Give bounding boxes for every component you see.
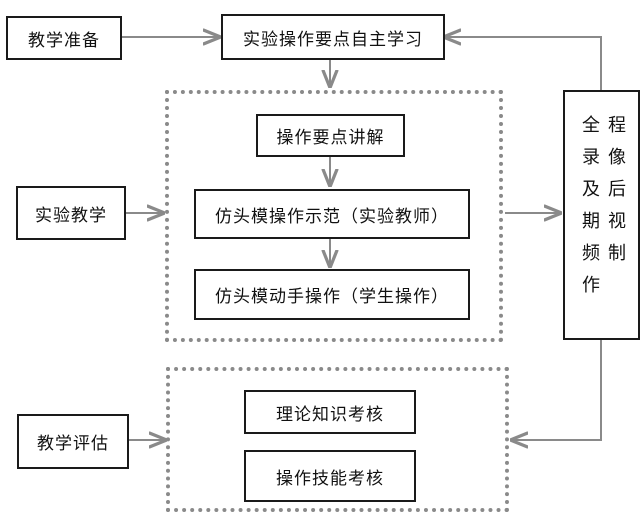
assessment-group-frame <box>166 367 509 512</box>
video-char: 频 <box>582 243 600 264</box>
video-char: 全 <box>582 115 600 136</box>
teaching-group-frame <box>165 90 503 342</box>
video-char: 视 <box>608 211 626 232</box>
arrow-video-to-selfstudy <box>445 37 602 90</box>
video-text-column-2: 程 像 后 视 制 <box>606 110 628 270</box>
arrow-video-to-assessment <box>512 340 602 440</box>
skill-assessment-box: 操作技能考核 <box>244 450 416 502</box>
self-study-label: 实验操作要点自主学习 <box>243 29 423 50</box>
video-char: 录 <box>582 147 600 168</box>
video-char: 制 <box>608 243 626 264</box>
theory-assessment-label: 理论知识考核 <box>276 404 384 425</box>
demo-box: 仿头模操作示范（实验教师） <box>194 189 470 239</box>
evaluation-box: 教学评估 <box>17 414 129 469</box>
video-char: 程 <box>608 115 626 136</box>
video-text-column-1: 全 录 及 期 频 作 <box>580 110 602 302</box>
experiment-teaching-label: 实验教学 <box>35 205 107 226</box>
key-points-label: 操作要点讲解 <box>276 128 385 148</box>
theory-assessment-box: 理论知识考核 <box>244 390 416 434</box>
teaching-prep-label: 教学准备 <box>28 30 100 51</box>
video-char: 后 <box>608 179 626 200</box>
practice-box: 仿头模动手操作（学生操作） <box>194 269 470 320</box>
evaluation-label: 教学评估 <box>37 434 109 454</box>
video-char: 作 <box>582 275 600 296</box>
demo-label: 仿头模操作示范（实验教师） <box>215 206 449 227</box>
video-char: 及 <box>582 179 600 200</box>
experiment-teaching-box: 实验教学 <box>16 186 126 240</box>
video-char: 期 <box>582 211 600 232</box>
self-study-box: 实验操作要点自主学习 <box>221 14 445 60</box>
key-points-box: 操作要点讲解 <box>256 114 405 157</box>
skill-assessment-label: 操作技能考核 <box>276 468 384 489</box>
practice-label: 仿头模动手操作（学生操作） <box>215 287 449 307</box>
teaching-prep-box: 教学准备 <box>6 16 122 60</box>
video-recording-box: 全 录 及 期 频 作 程 像 后 视 制 <box>563 90 640 340</box>
video-char: 像 <box>608 147 626 168</box>
